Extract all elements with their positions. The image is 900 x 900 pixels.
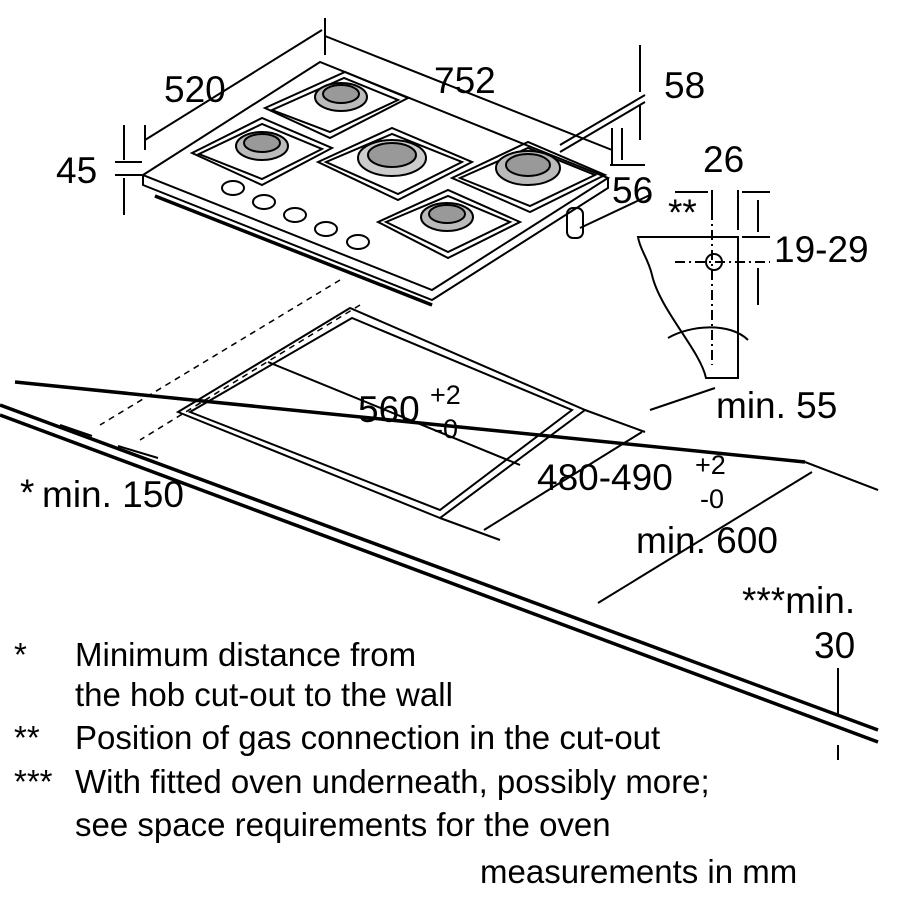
note-line: the hob cut-out to the wall [75,676,453,713]
dim-gas-top: 58 [664,65,705,106]
knob-icon [283,207,307,223]
note-line: Position of gas connection in the cut-ou… [75,719,660,756]
dim-cutout-depth-tol-minus: -0 [700,484,724,514]
dim-oven-clearance-value: 30 [814,625,855,666]
dim-hob-depth: 520 [164,69,226,110]
hob-dimension-lines [115,18,651,229]
worktop-back-edge [14,380,806,464]
dim-hob-width: 752 [434,60,496,101]
dim-cutout-depth: 480-490 [537,457,673,498]
hob-front-edge [142,175,609,302]
footnotes: * Minimum distance from the hob cut-out … [14,636,797,890]
note-marker: *** [14,763,53,800]
note-marker: * [14,636,27,673]
worktop-front-edge [0,403,879,732]
burners [235,82,561,232]
dim-min-front-edge: min. 55 [716,385,837,426]
gas-connection-icon [705,253,723,271]
gas-pipe-icon [566,207,584,239]
dim-hob-height: 45 [56,150,97,191]
note-line: Minimum distance from [75,636,416,673]
dim-cutout-width-tol-plus: +2 [430,380,461,410]
dim-min-wall-distance: min. 150 [42,474,184,515]
dim-gas-side: 56 [612,170,653,211]
dim-gas-offset: 26 [703,139,744,180]
knob-icon [346,234,370,250]
min-wall-marker: * [20,472,34,513]
dim-min-worktop-depth: min. 600 [636,520,778,561]
note-marker: ** [14,719,40,756]
gas-marker: ** [668,192,697,233]
control-knobs [221,180,370,250]
profile-outline [636,236,739,379]
hob-drawing [140,60,611,307]
knob-icon [252,194,276,210]
worktop [0,279,879,744]
knob-icon [314,221,338,237]
dim-cutout-width: 560 [358,389,420,430]
dim-cutout-width-tol-minus: -0 [434,414,458,444]
cutout-dimension-lines [59,361,839,760]
dim-cutout-depth-tol-plus: +2 [695,450,726,480]
note-line: With fitted oven underneath, possibly mo… [75,763,710,800]
dim-worktop-thickness: 19-29 [774,229,869,270]
knob-icon [221,180,245,196]
units-note: measurements in mm [480,853,797,890]
worktop-profile [636,190,770,379]
dimension-labels: 752 520 45 58 56 26 ** 19-29 560 +2 -0 4… [20,60,869,666]
dim-oven-clearance-label: ***min. [742,580,855,621]
note-line: see space requirements for the oven [75,806,611,843]
